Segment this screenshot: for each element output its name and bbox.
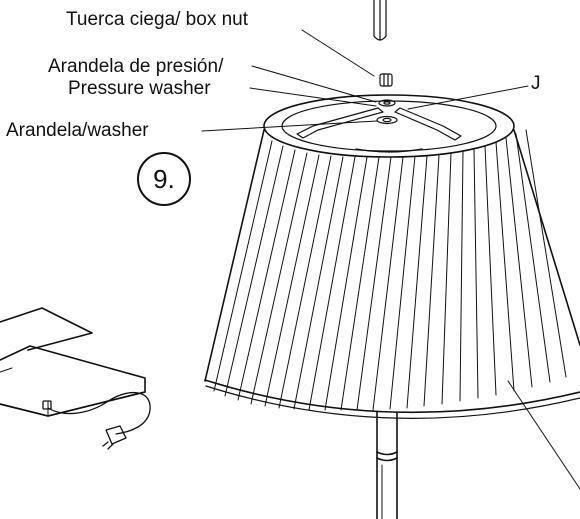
power-plug [102,425,127,450]
shade-top-inner [281,100,497,152]
leader-lines [201,29,580,490]
pressure-washer-label-es: Arandela de presión/ [48,56,224,77]
shade-top-rim [263,94,515,158]
box-nut-label: Tuerca ciega/ box nut [66,9,249,30]
power-cable [42,391,151,435]
step-number-badge: 9. [137,152,191,206]
base-box [0,307,146,417]
washer-label: Arandela/washer [6,120,149,141]
shade-pleats [213,129,567,411]
part-j-label: J [531,73,541,94]
spider-frame [296,107,462,153]
lamp-shade [204,94,580,419]
pressure-washer-label-en: Pressure washer [68,78,211,99]
box-nut [379,73,393,87]
upper-pole [373,0,387,41]
shade-bottom-rim [204,379,580,414]
shade-bottom-edge [205,385,580,419]
washer [376,115,398,125]
lower-pole [376,411,398,519]
pressure-washer [378,99,396,107]
